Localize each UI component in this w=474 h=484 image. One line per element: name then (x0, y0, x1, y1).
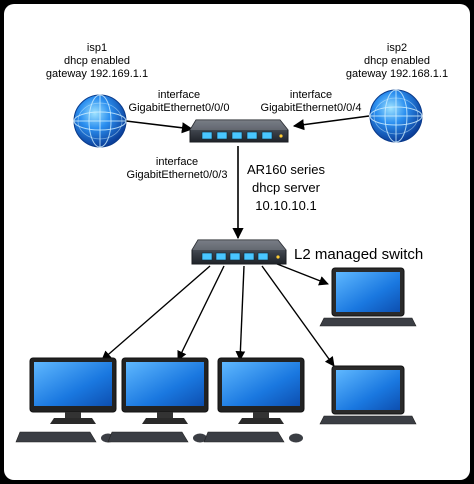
isp1-name: isp1 (86, 42, 108, 54)
isp2-gateway: gateway 192.168.1.1 (345, 68, 449, 80)
diagram-graphics (15, 89, 423, 443)
desktop-icon (107, 357, 209, 443)
switch-laptop2-link (261, 265, 335, 367)
router-interface-label: interface (155, 156, 199, 168)
router-role: dhcp server (252, 180, 320, 195)
isp1-interface-label: interface (157, 89, 201, 101)
router-ip: 10.10.10.1 (255, 198, 317, 213)
switch-pc1-link (101, 265, 211, 361)
isp1-interface-name: GigabitEthernet0/0/0 (128, 102, 230, 114)
isp2-interface-name: GigabitEthernet0/0/4 (260, 102, 362, 114)
router-icon (189, 119, 289, 143)
router-interface-name: GigabitEthernet0/0/3 (126, 169, 228, 181)
desktop-icon (15, 357, 117, 443)
isp2-name: isp2 (386, 42, 408, 54)
switch-pc3-link (235, 265, 246, 361)
globe-icon (369, 89, 423, 143)
connections (101, 115, 370, 367)
isp2-dhcp: dhcp enabled (363, 55, 431, 67)
switch-label: L2 managed switch (294, 246, 424, 263)
router-model: AR160 series (246, 162, 326, 177)
globe-icon (73, 94, 127, 148)
switch-icon (191, 239, 287, 265)
switch-pc2-link (177, 265, 225, 361)
isp2-router-link (292, 115, 370, 131)
isp1-gateway: gateway 192.169.1.1 (45, 68, 149, 80)
switch-laptop1-link (271, 261, 329, 286)
laptop-icon (319, 365, 417, 425)
isp1-dhcp: dhcp enabled (63, 55, 131, 67)
isp1-router-link (125, 120, 194, 134)
isp2-interface-label: interface (289, 89, 333, 101)
laptop-icon (319, 267, 417, 327)
network-diagram: isp1 dhcp enabled gateway 192.169.1.1 in… (4, 4, 470, 480)
desktop-icon (203, 357, 305, 443)
